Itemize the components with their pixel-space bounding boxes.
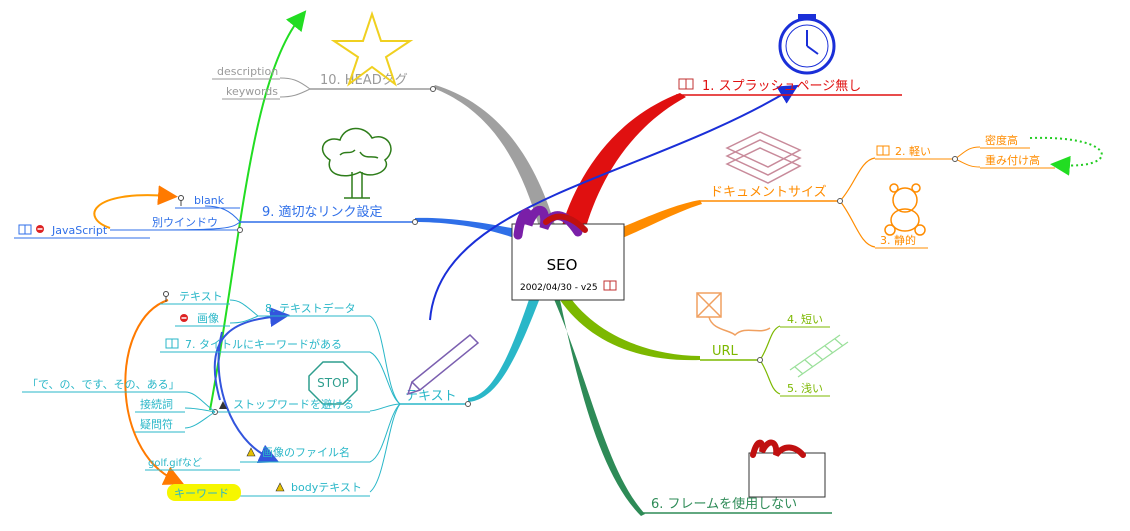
url-child-shallow-label: 5. 浅い [787, 382, 823, 395]
central-node[interactable]: SEO 2002/04/30 - v25 [511, 205, 625, 301]
stopword-child-particles[interactable]: 「で、の、です、その、ある」 [22, 378, 185, 393]
url-child-short[interactable]: 4. 短い [780, 312, 830, 328]
text-child-text-data-label: 8. テキストデータ [265, 301, 356, 315]
stacked-documents-icon [725, 131, 802, 184]
branch-frames-label: 6. フレームを使用しない [651, 496, 797, 512]
ladder-icon [789, 334, 849, 378]
keyword-note[interactable]: キーワード [167, 484, 241, 501]
stopword-child-interrogatives[interactable]: 疑問符 [135, 418, 185, 433]
branch-text-label: テキスト [405, 389, 457, 404]
doc-child-light[interactable]: 2. 軽い [875, 145, 981, 168]
central-date: 2002/04/30 - v25 [520, 283, 598, 293]
stopword-child-conjunctions[interactable]: 接続詞 [135, 397, 185, 413]
links-child-javascript[interactable]: JavaScript [14, 224, 150, 239]
kite-icon [696, 292, 771, 337]
book-icon [603, 280, 617, 291]
brush-logo-icon [750, 439, 806, 458]
key-icon [178, 195, 184, 206]
pencil-icon [406, 333, 480, 396]
branch-text[interactable]: テキスト [369, 315, 471, 493]
image-filename-example[interactable]: golf.gifなど [145, 457, 240, 471]
url-child-short-label: 4. 短い [787, 312, 823, 326]
text-child-image-filename-label: 画像のファイル名 [262, 445, 350, 459]
book-icon [18, 224, 32, 235]
doc-grandchild-density[interactable]: 密度高 [980, 133, 1030, 149]
frame-thumbnail [748, 439, 826, 498]
text-child-body-text-label: bodyテキスト [291, 481, 362, 494]
links-child-new-window-label: 別ウインドウ [152, 216, 218, 229]
text-data-child-text[interactable]: テキスト [160, 290, 230, 305]
doc-grandchild-weighting-label: 重み付け高 [985, 153, 1040, 167]
branch-document-size[interactable]: ドキュメントサイズ [700, 157, 876, 248]
book-icon [678, 78, 694, 90]
stop-sign-label: STOP [317, 376, 349, 390]
no-entry-icon [36, 225, 44, 233]
doc-child-static-label: 3. 静的 [880, 233, 916, 247]
book-icon [165, 338, 179, 349]
warning-icon [246, 447, 256, 457]
teddy-bear-icon [884, 183, 926, 236]
doc-grandchild-density-label: 密度高 [985, 133, 1018, 147]
tree-icon [321, 127, 392, 199]
branch-document-size-label: ドキュメントサイズ [710, 184, 827, 200]
branch-url-label: URL [712, 344, 739, 359]
head-child-description[interactable]: description [212, 65, 280, 80]
star-icon [330, 10, 414, 87]
stopword-child-conjunctions-label: 接続詞 [140, 397, 173, 411]
stopword-child-interrogatives-label: 疑問符 [140, 418, 173, 431]
doc-child-static[interactable]: 3. 静的 [875, 233, 928, 249]
relation-arrow-weighting [1029, 136, 1103, 176]
links-child-javascript-label: JavaScript [51, 224, 108, 237]
text-child-title-keyword[interactable]: 7. タイトルにキーワードがある [160, 337, 370, 353]
keyword-note-label: キーワード [174, 487, 229, 500]
head-child-keywords-label: keywords [226, 85, 278, 98]
relation-arrow-splash [429, 84, 799, 321]
branch-links-label: 9. 適切なリンク設定 [262, 204, 383, 220]
branch-splash-label: 1. スプラッシュページ無し [702, 79, 861, 94]
stopword-child-particles-label: 「で、の、です、その、ある」 [27, 378, 180, 391]
warning-icon [219, 401, 227, 409]
text-data-child-image-label: 画像 [197, 312, 219, 325]
url-child-shallow[interactable]: 5. 浅い [780, 382, 830, 397]
book-icon [876, 145, 890, 156]
text-child-title-keyword-label: 7. タイトルにキーワードがある [185, 337, 342, 351]
head-child-description-label: description [217, 65, 278, 78]
key-icon [163, 291, 169, 302]
text-child-stopwords[interactable]: ストップワードを避ける [184, 391, 370, 429]
links-child-new-window[interactable]: 別ウインドウ [110, 216, 243, 233]
central-title: SEO [547, 256, 578, 274]
relation-arrow-text-data [213, 307, 290, 401]
text-data-child-text-label: テキスト [179, 290, 223, 303]
branch-frames[interactable]: 6. フレームを使用しない [640, 496, 832, 514]
image-filename-example-label: golf.gifなど [148, 457, 202, 469]
text-child-stopwords-label: ストップワードを避ける [233, 397, 354, 411]
no-entry-icon [180, 314, 188, 322]
warning-icon [275, 482, 285, 492]
stop-sign-icon[interactable]: STOP [308, 361, 358, 405]
text-child-body-text[interactable]: bodyテキスト [240, 481, 370, 497]
links-child-blank-label: blank [194, 194, 225, 207]
text-child-text-data[interactable]: 8. テキストデータ [229, 299, 370, 324]
relation-arrow-head [209, 10, 307, 411]
text-child-image-filename[interactable]: 画像のファイル名 [240, 445, 370, 463]
text-data-child-image[interactable]: 画像 [175, 312, 230, 327]
clock-icon [778, 14, 836, 75]
doc-child-light-label: 2. 軽い [895, 145, 931, 158]
branch-splash[interactable]: 1. スプラッシュページ無し [676, 78, 902, 96]
links-child-blank[interactable]: blank [175, 194, 240, 209]
relation-arrow-image-file [217, 331, 280, 464]
branch-url[interactable]: URL [700, 325, 781, 395]
relation-arrow-keyword [124, 299, 185, 485]
relation-arrow-blank [93, 185, 178, 229]
doc-grandchild-weighting[interactable]: 重み付け高 [980, 153, 1055, 169]
head-child-keywords[interactable]: keywords [222, 85, 280, 100]
